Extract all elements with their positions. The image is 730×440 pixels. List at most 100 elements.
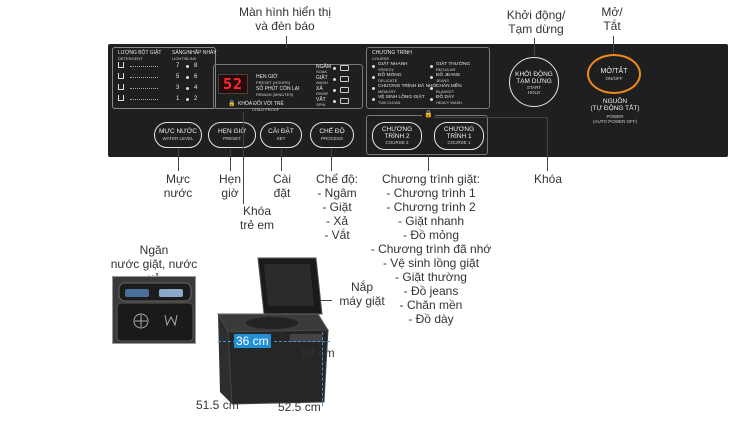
course-led	[372, 98, 375, 101]
timer-indicator-label: HẸN GIỜ	[256, 74, 278, 80]
timer-button-label: HẸN GIỜ	[218, 128, 246, 135]
lock-icon: 🔒	[228, 101, 236, 107]
detergent-subtitle: DETERGENT	[118, 56, 143, 61]
water-level-button-sub: WATER LEVEL	[162, 136, 194, 141]
light-subtitle: LIGHT/BLINK	[172, 56, 197, 61]
course-sub: MEMORY	[378, 89, 396, 94]
set-button-label: CÀI ĐẶT	[268, 128, 294, 135]
level-led	[186, 76, 189, 79]
course-led	[372, 76, 375, 79]
detergent-indicator-group	[112, 47, 216, 109]
dim-width-left: 51.5 cm	[196, 398, 239, 412]
callout-mode: Chế độ: - Ngâm - Giặt - Xả - Vắt	[315, 172, 359, 242]
leader-display	[286, 36, 287, 48]
leader-power	[613, 36, 614, 54]
drawer-illustration	[113, 277, 195, 343]
callout-timer: Hẹn giờ	[218, 172, 241, 200]
cup-icon	[118, 84, 124, 90]
course-label: ĐỒ MỎNG	[378, 73, 402, 78]
mode-sub: SOAK	[316, 69, 328, 74]
leader-timer	[230, 149, 231, 171]
level-led	[186, 87, 189, 90]
callout-setting: Cài đặt	[272, 172, 291, 200]
start-hold-button-sub: START HOLD	[526, 85, 542, 95]
led-display: 52	[218, 74, 248, 94]
mode-label: VẮT	[316, 97, 326, 103]
leader-setting	[281, 149, 282, 171]
callout-water: Mực nước	[163, 172, 193, 200]
callout-programs: Chương trình giặt: - Chương trình 1 - Ch…	[370, 172, 492, 326]
mode-led	[333, 100, 336, 103]
callout-drawer: Ngăn nước giặt, nước xả	[110, 243, 198, 285]
leader-lock-v	[547, 117, 548, 171]
leader-lock-h	[434, 117, 548, 118]
course-1-button-sub: COURSE 1	[447, 140, 471, 145]
level-dots	[130, 99, 158, 100]
course-subtitle: COURSE	[372, 56, 390, 61]
level-number: 8	[194, 63, 198, 69]
leader-programs	[428, 155, 429, 171]
childlock-sub: CHILD PROOF	[252, 107, 280, 112]
display-group	[213, 64, 363, 109]
dim-height: 94 cm	[302, 346, 335, 360]
power-button-sub: ON/OFF	[605, 76, 623, 81]
course-sub: BLANKET	[436, 89, 455, 94]
course-1-button-label: CHƯƠNG TRÌNH 1	[443, 126, 475, 140]
course-label: VỆ SINH LỒNG GIẶT	[378, 95, 425, 100]
callout-lid: Nắp máy giặt	[339, 280, 385, 308]
dim-width-right: 52.5 cm	[278, 400, 321, 414]
mode-icon	[340, 76, 349, 82]
callout-childlock: Khóa trẻ em	[239, 204, 274, 232]
detergent-title: LƯỢNG BỘT GIẶT	[118, 50, 162, 56]
course-label: ĐỒ JEANS	[436, 73, 460, 78]
power-button-label: MỞ/TẮT	[600, 68, 628, 75]
mode-sub: WASH	[316, 80, 328, 85]
mode-label: XẢ	[316, 86, 323, 92]
start-hold-button-label: KHỞI ĐỘNG TẠM DỪNG	[515, 71, 553, 85]
mode-icon	[340, 87, 349, 93]
dim-height-line	[322, 332, 323, 406]
power-note-sub: POWER (AUTO POWER OFF)	[593, 114, 637, 124]
water-level-button-label: MỰC NƯỚC	[159, 128, 197, 135]
set-button-sub: SET	[276, 136, 286, 141]
mode-icon	[340, 65, 349, 71]
cup-icon	[118, 95, 124, 101]
timer-indicator-sub: PRESET (HOURS)	[256, 80, 291, 85]
mode-sub: SPIN	[316, 102, 326, 107]
course-led	[430, 65, 433, 68]
course-sub: REGULAR	[436, 67, 456, 72]
mode-sub: RINSE	[316, 91, 329, 96]
level-led	[186, 65, 189, 68]
childlock-label: KHÓA ĐỐI VỚI TRẺ	[238, 101, 284, 107]
course-2-button-label: CHƯƠNG TRÌNH 2	[381, 126, 413, 140]
level-dots	[130, 66, 158, 67]
cup-icon	[118, 73, 124, 79]
course-led	[372, 87, 375, 90]
callout-start: Khởi động/ Tạm dừng	[506, 8, 566, 36]
mode-led	[333, 67, 336, 70]
timer-button-sub: PRESET	[222, 136, 241, 141]
lid-glass	[264, 264, 314, 306]
level-led	[186, 98, 189, 101]
machine-side	[218, 314, 232, 404]
padlock-icon: 🔒	[422, 110, 435, 118]
cup-icon	[118, 62, 124, 68]
remain-indicator-label: SỐ PHÚT CÒN LẠI	[256, 86, 300, 92]
course-sub: SPEEDY	[378, 67, 395, 72]
